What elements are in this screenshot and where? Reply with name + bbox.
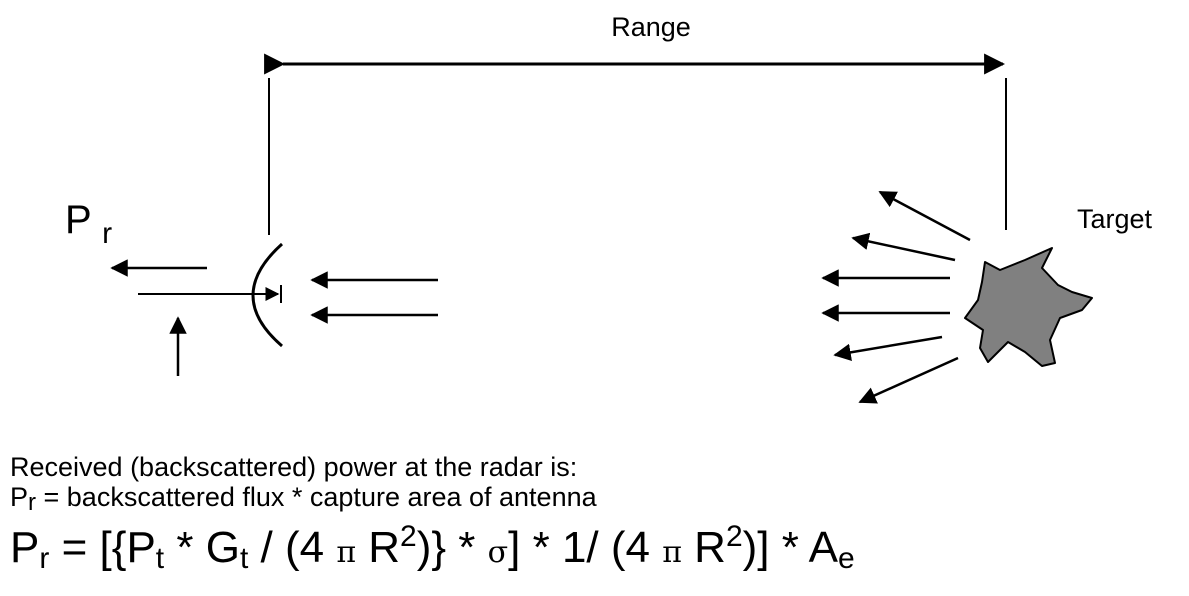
backscatter-arrow (858, 356, 959, 404)
backscatter-arrows (821, 190, 971, 404)
formula-pr-sub: r (39, 542, 50, 575)
formula-sigma: σ (487, 535, 509, 570)
formula-squared: 2 (400, 520, 417, 553)
formula-mult: * (164, 523, 206, 572)
caption-pr-symbol: P (10, 482, 29, 512)
backscatter-arrow (878, 190, 971, 242)
formula-pt: P (126, 523, 156, 572)
range-label: Range (611, 12, 691, 42)
formula-r: R (356, 523, 401, 572)
backscatter-arrow (851, 232, 956, 262)
antenna-dish (251, 242, 284, 348)
received-power-label: P r (65, 198, 112, 250)
formula-eq-open: = [{ (49, 523, 127, 572)
received-power-subscript: r (102, 217, 112, 250)
range-dimension: Range (264, 12, 1007, 235)
target-label: Target (1077, 204, 1153, 234)
formula-pi: π (336, 535, 357, 570)
formula-close: ] * 1/ (4 (508, 523, 663, 572)
irregular-target-blob-icon (964, 247, 1093, 367)
formula-close: )] * A (742, 523, 838, 572)
formula-close: )} * (416, 523, 488, 572)
dish-antenna-icon (138, 242, 284, 348)
received-power-symbol: P (65, 198, 91, 242)
formula-r: R (681, 523, 726, 572)
formula-ae-sub: e (838, 542, 855, 575)
caption-line-2: Pr = backscattered flux * capture area o… (10, 482, 597, 515)
radar-equation: Pr = [{Pt * Gt / (4 π R2)} * σ] * 1/ (4 … (10, 520, 855, 581)
formula-gt: G (205, 523, 240, 572)
formula-squared: 2 (725, 520, 743, 553)
backscatter-arrow (833, 335, 943, 362)
caption-pr-subscript: r (28, 489, 37, 516)
formula-pt-sub: t (155, 542, 165, 575)
formula-pi: π (662, 535, 682, 570)
formula-div: / (4 (248, 523, 337, 572)
formula-pr: P (10, 523, 40, 572)
caption-line-1: Received (backscattered) power at the ra… (10, 452, 578, 482)
formula-gt-sub: t (239, 542, 249, 575)
caption-line-2-text: = backscattered flux * capture area of a… (36, 482, 597, 512)
